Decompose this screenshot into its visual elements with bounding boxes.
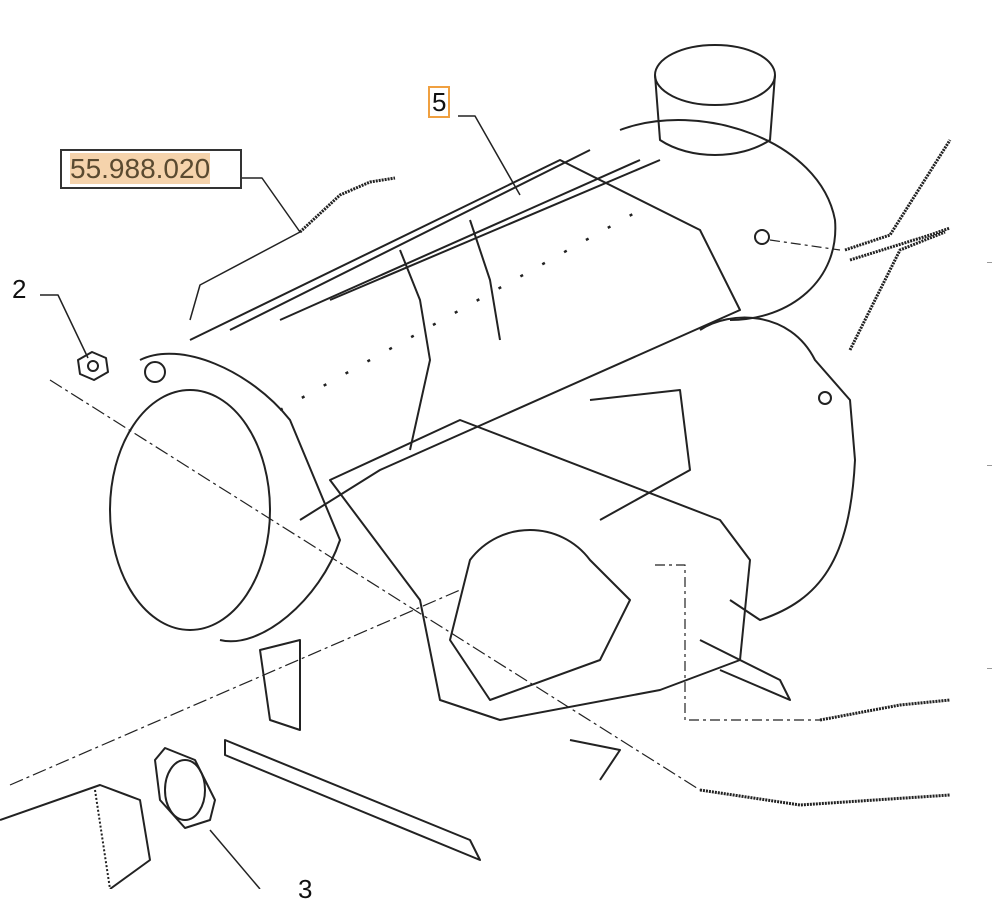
part-number-callout[interactable]: 55.988.020	[60, 149, 243, 189]
item-5-callout[interactable]: 5	[428, 86, 451, 118]
leader-line-3	[209, 829, 261, 889]
item-3-callout[interactable]: 3	[298, 874, 313, 904]
scroll-tick	[987, 262, 992, 263]
item-2-callout[interactable]: 2	[12, 274, 27, 304]
leader-line-2	[40, 294, 89, 359]
scroll-tick	[987, 668, 992, 669]
part-number-label: 55.988.020	[70, 153, 211, 184]
scroll-tick	[987, 465, 992, 466]
leader-line-5	[458, 115, 521, 196]
leader-line-part	[189, 177, 301, 321]
